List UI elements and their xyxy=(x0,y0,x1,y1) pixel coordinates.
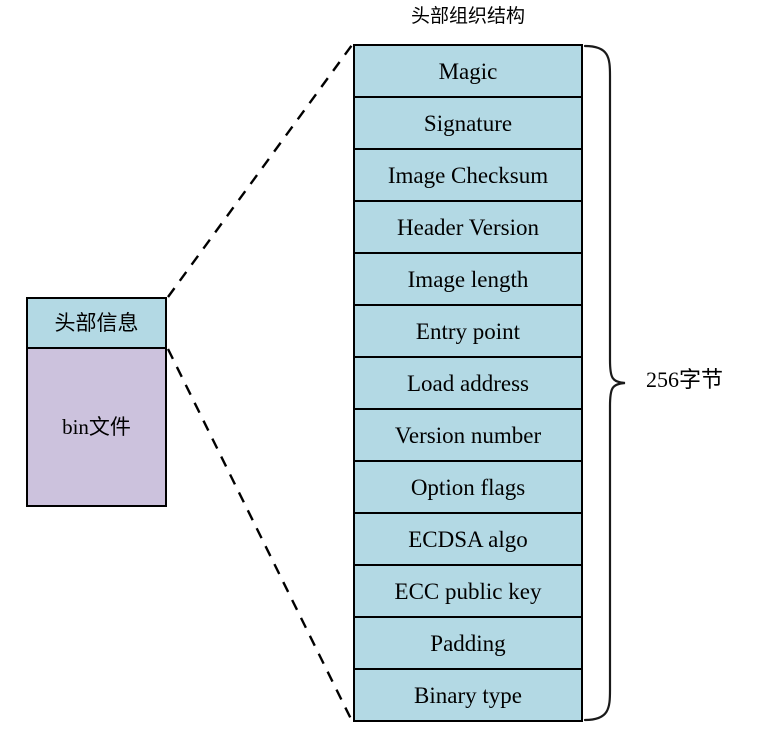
header-field-label: Signature xyxy=(423,110,513,136)
header-field-row: Header Version xyxy=(355,202,581,254)
header-field-row: Version number xyxy=(355,410,581,462)
header-structure-title: 头部组织结构 xyxy=(410,6,525,27)
header-field-row: Magic xyxy=(355,46,581,98)
header-field-row: Image Checksum xyxy=(355,150,581,202)
header-field-label: ECDSA algo xyxy=(408,526,528,552)
file-binary-segment-label: bin文件 xyxy=(62,414,131,439)
header-field-label: Header Version xyxy=(397,214,539,240)
header-field-label: Option flags xyxy=(410,474,526,500)
header-field-row: Image length xyxy=(355,254,581,306)
file-binary-segment: bin文件 xyxy=(26,349,167,507)
header-size-label: 256字节 xyxy=(646,367,724,392)
header-field-label: Binary type xyxy=(414,682,522,708)
header-field-label: Image Checksum xyxy=(387,162,549,188)
header-field-label: Magic xyxy=(438,58,498,84)
header-field-label: Version number xyxy=(394,422,542,448)
header-field-row: Entry point xyxy=(355,306,581,358)
file-header-segment: 头部信息 xyxy=(26,297,167,349)
header-field-label: Image length xyxy=(407,266,529,292)
header-field-row: Signature xyxy=(355,98,581,150)
file-header-segment-label: 头部信息 xyxy=(54,310,139,335)
header-field-row: Load address xyxy=(355,358,581,410)
header-field-row: ECC public key xyxy=(355,566,581,618)
header-field-label: ECC public key xyxy=(394,578,542,604)
callout-line-bottom xyxy=(166,348,354,722)
callout-line-top xyxy=(167,44,353,298)
bin-file-block: 头部信息 bin文件 xyxy=(26,297,167,507)
header-field-row: Padding xyxy=(355,618,581,670)
size-brace-icon xyxy=(583,44,626,722)
header-field-row: Binary type xyxy=(355,670,581,720)
header-field-row: ECDSA algo xyxy=(355,514,581,566)
header-field-label: Padding xyxy=(430,630,506,656)
header-field-row: Option flags xyxy=(355,462,581,514)
header-field-label: Entry point xyxy=(415,318,521,344)
header-field-label: Load address xyxy=(407,370,529,396)
